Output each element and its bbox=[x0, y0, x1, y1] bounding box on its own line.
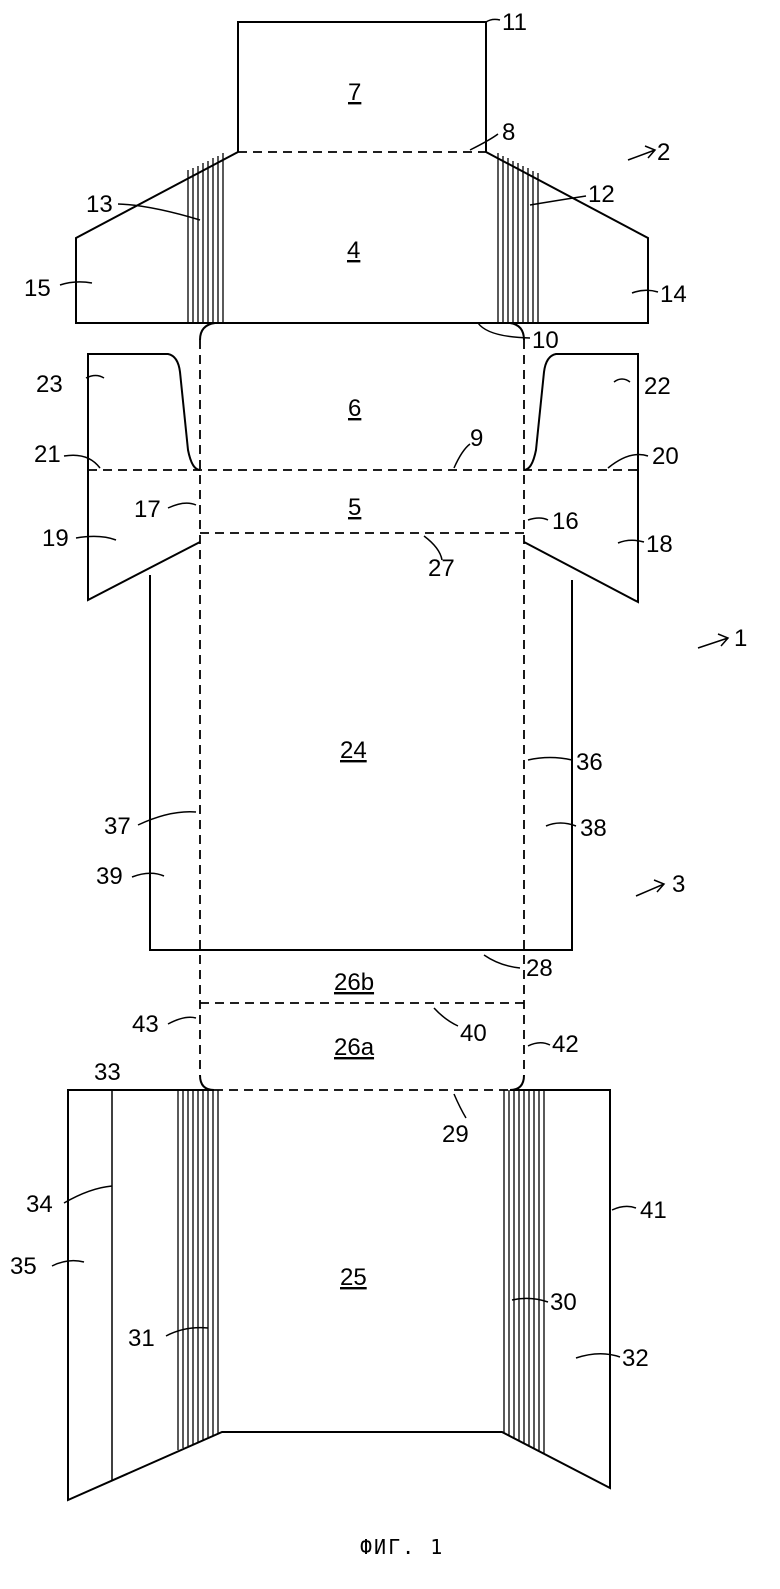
ref-27: 27 bbox=[428, 555, 455, 582]
ref-43: 43 bbox=[132, 1011, 159, 1038]
panel-label-6: 6 bbox=[348, 395, 361, 422]
ref-9: 9 bbox=[470, 425, 483, 452]
bottom-section bbox=[67, 1089, 611, 1502]
panel-label-26a: 26a bbox=[334, 1034, 375, 1061]
panel-label-25: 25 bbox=[340, 1264, 367, 1291]
ref-18: 18 bbox=[646, 531, 673, 558]
ref-38: 38 bbox=[580, 815, 607, 842]
ref-21: 21 bbox=[34, 441, 61, 468]
hatching-13 bbox=[187, 153, 224, 323]
panel-label-24: 24 bbox=[340, 737, 367, 764]
hatching-12 bbox=[497, 153, 539, 323]
ref-14: 14 bbox=[660, 281, 687, 308]
panel-label-5: 5 bbox=[348, 494, 361, 521]
ref-33: 33 bbox=[94, 1059, 121, 1086]
ref-12: 12 bbox=[588, 181, 615, 208]
ref-32: 32 bbox=[622, 1345, 649, 1372]
ref-36: 36 bbox=[576, 749, 603, 776]
middle-section bbox=[87, 322, 639, 1075]
ref-30: 30 bbox=[550, 1289, 577, 1316]
ref-13: 13 bbox=[86, 191, 113, 218]
figure-caption: ФИГ. 1 bbox=[360, 1535, 444, 1559]
ref-3: 3 bbox=[672, 871, 685, 898]
ref-23: 23 bbox=[36, 371, 63, 398]
ref-11: 11 bbox=[502, 9, 527, 36]
ref-37: 37 bbox=[104, 813, 131, 840]
ref-39: 39 bbox=[96, 863, 123, 890]
leader-lines bbox=[51, 18, 730, 1359]
panel-label-7: 7 bbox=[348, 79, 361, 106]
ref-1: 1 bbox=[734, 625, 747, 652]
ref-15: 15 bbox=[24, 275, 51, 302]
ref-17: 17 bbox=[134, 496, 161, 523]
body-section bbox=[149, 575, 573, 1091]
ref-22: 22 bbox=[644, 373, 671, 400]
ref-16: 16 bbox=[552, 508, 579, 535]
ref-29: 29 bbox=[442, 1121, 469, 1148]
hatching-31 bbox=[177, 1090, 219, 1450]
ref-20: 20 bbox=[652, 443, 679, 470]
hatching-30 bbox=[503, 1090, 545, 1454]
ref-41: 41 bbox=[640, 1197, 667, 1224]
panel-labels: 7 4 6 5 24 26b 26a 25 bbox=[334, 79, 375, 1291]
panel-label-26b: 26b bbox=[334, 969, 374, 996]
ref-42: 42 bbox=[552, 1031, 579, 1058]
ref-8: 8 bbox=[502, 119, 515, 146]
ref-34: 34 bbox=[26, 1191, 53, 1218]
ref-35: 35 bbox=[10, 1253, 37, 1280]
ref-40: 40 bbox=[460, 1020, 487, 1047]
ref-10: 10 bbox=[532, 327, 559, 354]
ref-2: 2 bbox=[657, 139, 670, 166]
panel-label-4: 4 bbox=[347, 237, 360, 264]
top-lid-section bbox=[75, 21, 649, 324]
ref-19: 19 bbox=[42, 525, 69, 552]
ref-28: 28 bbox=[526, 955, 553, 982]
ref-31: 31 bbox=[128, 1325, 155, 1352]
reference-labels: 11 8 2 13 12 15 14 10 23 22 21 9 20 17 1… bbox=[10, 9, 747, 1372]
